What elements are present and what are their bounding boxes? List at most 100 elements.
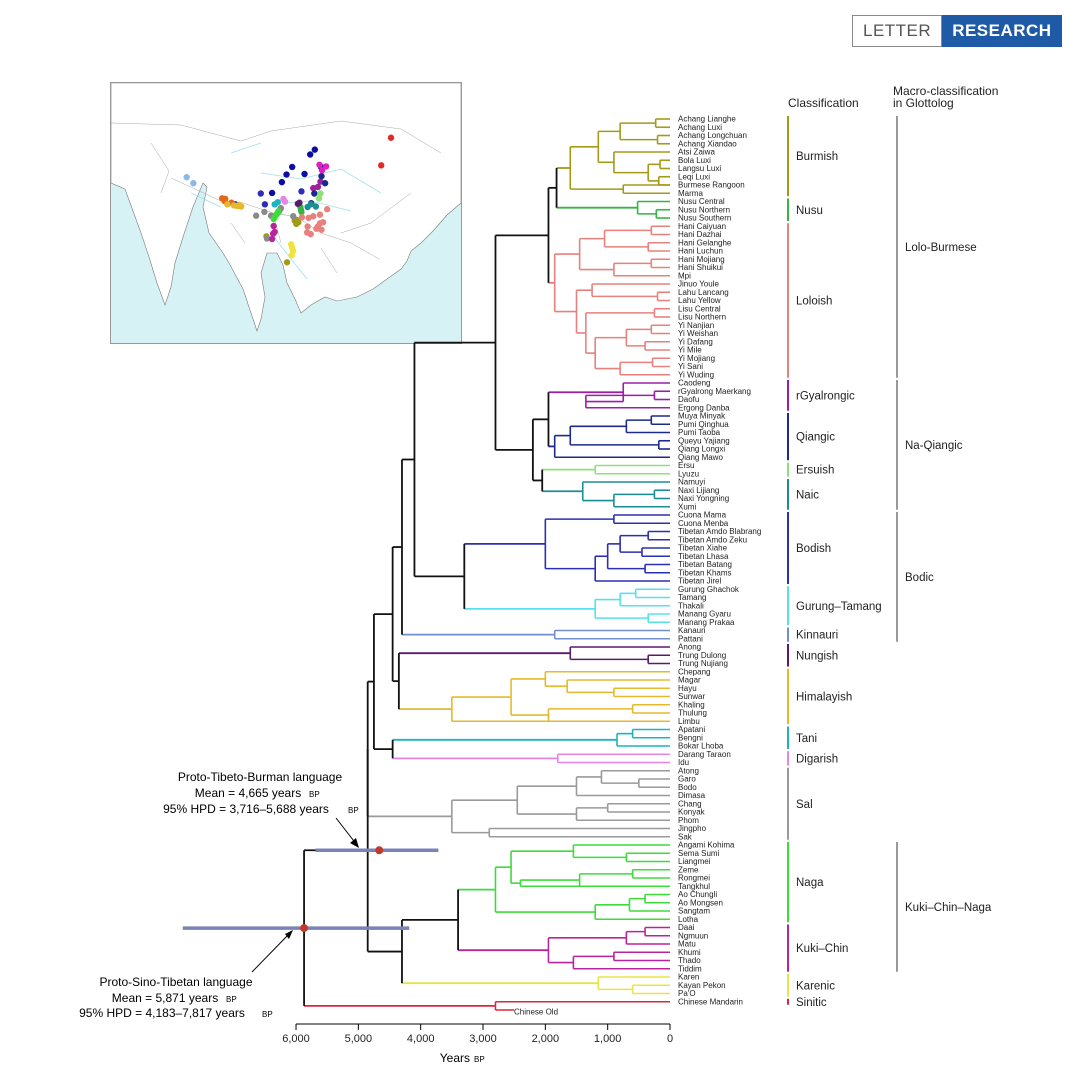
tip-label: Thakali	[678, 601, 704, 610]
tip-label: Burmese Rangoon	[678, 181, 745, 190]
clade-label: Burmish	[796, 151, 838, 163]
x-tick-label: 5,000	[345, 1033, 373, 1045]
pst-mean: Mean = 5,871 years	[112, 991, 218, 1005]
language-dot	[387, 134, 395, 141]
tip-label: Ersu	[678, 461, 694, 470]
tip-label: Nusu Northern	[678, 205, 730, 214]
tip-label: Xumi	[678, 502, 696, 511]
tip-label: Atsi Zaiwa	[678, 148, 715, 157]
clade-label: Nusu	[796, 205, 823, 217]
tip-label: Sak	[678, 832, 693, 841]
tip-label: Yi Sani	[678, 362, 703, 371]
tip-label: Tangkhul	[678, 882, 710, 891]
tip-label: Achang Longchuan	[678, 131, 747, 140]
tip-label: Angami Kohima	[678, 841, 735, 850]
pst-hpd-unit: BP	[262, 1010, 273, 1019]
tip-label: Thulung	[678, 709, 707, 718]
tip-label: Idu	[678, 758, 689, 767]
tip-label: Tiddim	[678, 964, 702, 973]
tip-label: Hani Shuikui	[678, 263, 723, 272]
language-dot	[268, 189, 276, 197]
pst-title: Proto-Sino-Tibetan language	[100, 975, 253, 989]
tip-label: Ngmuun	[678, 931, 708, 940]
tip-label: Ergong Danba	[678, 403, 730, 412]
tip-label: Sunwar	[678, 692, 705, 701]
clade-label: Qiangic	[796, 432, 835, 444]
tip-label: Pa'O	[678, 989, 696, 998]
tip-label: Apatani	[678, 725, 705, 734]
tip-label: Lahu Lancang	[678, 288, 729, 297]
language-dot	[294, 200, 302, 207]
ptb-mean-unit: BP	[309, 790, 320, 799]
tip-label: Thado	[678, 956, 701, 965]
tip-label: rGyalrong Maerkang	[678, 387, 751, 396]
clade-label: Himalayish	[796, 692, 852, 704]
macro-label: Bodic	[905, 572, 934, 584]
tip-label: Tamang	[678, 593, 706, 602]
classification-header: Classification	[788, 96, 859, 110]
tip-label: Lisu Central	[678, 304, 721, 313]
tip-label: Marma	[678, 189, 703, 198]
tip-label: Tibetan Amdo Blabrang	[678, 527, 761, 536]
tip-label: Phom	[678, 816, 699, 825]
pst-mean-unit: BP	[226, 995, 237, 1004]
tip-label: Yi Wuding	[678, 370, 714, 379]
ptb-hpd-unit: BP	[348, 806, 359, 815]
tip-label: Matu	[678, 940, 696, 949]
macro-label: Na-Qiangic	[905, 440, 963, 452]
clade-label: Naic	[796, 489, 819, 501]
tip-label: Ao Mongsen	[678, 898, 723, 907]
tip-label: Queyu Yajiang	[678, 436, 730, 445]
tip-label: Tibetan Jirel	[678, 577, 722, 586]
research-tag: RESEARCH	[942, 15, 1062, 47]
clade-label: Sal	[796, 799, 813, 811]
language-dot	[316, 211, 324, 218]
language-dot	[318, 226, 325, 233]
clade-label: Naga	[796, 877, 824, 889]
language-dot	[298, 214, 306, 221]
language-dot	[307, 201, 314, 208]
language-dot	[290, 213, 297, 220]
clade-label: Kuki–Chin	[796, 943, 848, 955]
language-dot	[315, 195, 323, 202]
tip-label: Dimasa	[678, 791, 706, 800]
tip-label: Sema Sumi	[678, 849, 720, 858]
tip-label: Qiang Longxi	[678, 445, 725, 454]
tip-label: Chinese Mandarin	[678, 997, 743, 1006]
pst-annotation: Proto-Sino-Tibetan language Mean = 5,871…	[79, 930, 293, 1020]
tip-label: Tibetan Khams	[678, 568, 732, 577]
language-dot	[269, 230, 277, 237]
pst-arrowhead	[285, 930, 293, 939]
ptb-arrowhead	[350, 838, 359, 848]
tip-label: Darang Taraon	[678, 750, 731, 759]
language-dot	[230, 202, 238, 209]
language-dot	[310, 213, 317, 220]
language-dot	[311, 146, 319, 153]
tip-label: Sangtam	[678, 907, 710, 916]
tip-label: Bengni	[678, 733, 703, 742]
tip-label: Lyuzu	[678, 469, 699, 478]
tip-label: Lotha	[678, 915, 699, 924]
macro-header-line2: in Glottolog	[893, 96, 954, 110]
ptb-node-marker	[375, 846, 384, 855]
language-dot	[303, 229, 311, 236]
tip-label: Yi Nanjian	[678, 321, 714, 330]
tip-label: Limbu	[678, 717, 700, 726]
tip-label: Hani Caiyuan	[678, 222, 726, 231]
language-dot	[318, 167, 326, 174]
tip-label: Manang Prakaa	[678, 618, 735, 627]
map-canvas	[111, 83, 461, 332]
tip-label: Tibetan Batang	[678, 560, 732, 569]
language-dot	[298, 208, 305, 216]
x-tick-label: 6,000	[282, 1033, 310, 1045]
tip-label: Leqi Luxi	[678, 172, 710, 181]
language-dot	[270, 222, 277, 230]
tip-label: Anong	[678, 643, 701, 652]
language-dot	[257, 190, 264, 197]
ptb-title: Proto-Tibeto-Burman language	[178, 770, 343, 784]
land-mass	[111, 83, 461, 332]
language-dot	[190, 180, 197, 187]
language-dot	[310, 184, 317, 192]
tip-label: Tibetan Amdo Zeku	[678, 535, 747, 544]
